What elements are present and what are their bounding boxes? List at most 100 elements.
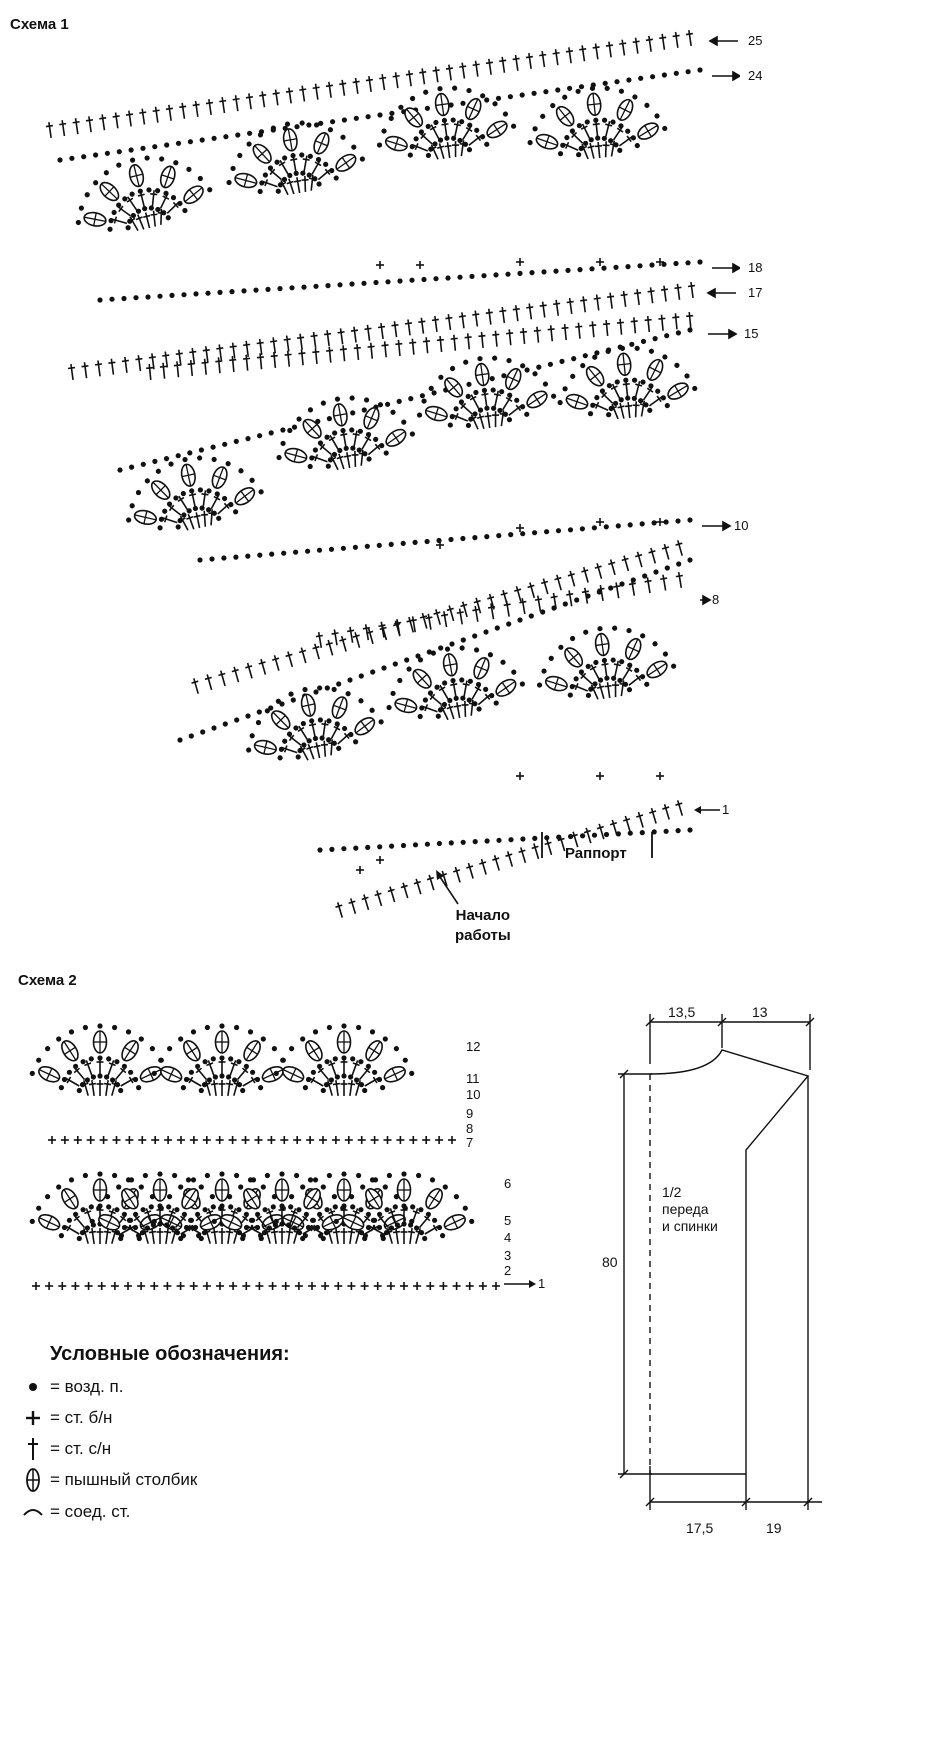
double-crochet <box>217 95 229 115</box>
chain-stitch <box>341 1171 347 1177</box>
chain-stitch <box>337 447 343 454</box>
single-crochet <box>188 1281 199 1291</box>
single-crochet <box>253 1135 264 1145</box>
chain-stitch <box>380 1085 386 1091</box>
chain-stitch <box>269 551 275 557</box>
chain-stitch <box>206 488 212 494</box>
chain-stitch <box>601 135 607 142</box>
double-crochet <box>611 680 620 698</box>
chain-stitch <box>259 180 265 186</box>
single-crochet <box>85 1135 96 1145</box>
chain-stitch <box>331 686 337 693</box>
chain-stitch <box>166 501 173 507</box>
double-crochet <box>578 295 590 314</box>
chain-stitch <box>328 1077 334 1083</box>
chain-stitch <box>514 397 520 403</box>
puff-stitch <box>274 1178 290 1202</box>
chain-stitch <box>341 1023 347 1029</box>
chain-stitch <box>453 406 459 412</box>
chain-stitch <box>447 697 453 704</box>
pattern-label: 1/2 переда и спинки <box>662 1184 718 1235</box>
chain-stitch <box>112 1172 118 1179</box>
chain-stitch <box>390 690 396 697</box>
chain-stitch <box>169 292 175 298</box>
chain-stitch <box>236 1207 242 1213</box>
chain-stitch <box>279 1171 285 1177</box>
chain-stitch <box>307 463 313 470</box>
chain-stitch <box>378 719 384 725</box>
double-crochet <box>240 1074 260 1090</box>
chain-stitch <box>407 152 413 158</box>
chain-stitch <box>286 731 293 737</box>
chain-stitch <box>350 1056 356 1062</box>
chain-stitch <box>684 373 690 379</box>
chain-stitch <box>625 128 631 134</box>
chain-stitch <box>376 142 383 148</box>
chain-stitch <box>182 456 188 463</box>
chain-stitch <box>144 478 150 484</box>
double-crochet <box>137 107 149 126</box>
chain-stitch <box>196 1233 202 1239</box>
chain-stitch <box>648 348 655 354</box>
chain-stitch <box>639 830 645 836</box>
legend-item-dc: = ст. с/н <box>22 1436 111 1462</box>
chain-stitch <box>588 137 594 143</box>
chain-stitch <box>432 1217 438 1223</box>
chain-stitch <box>223 134 229 140</box>
chain-stitch <box>306 738 312 744</box>
chain-stitch <box>294 124 300 130</box>
chain-stitch <box>190 1029 197 1035</box>
chain-stitch <box>326 416 332 422</box>
chain-stitch <box>551 393 557 399</box>
chain-stitch <box>610 657 616 663</box>
chain-stitch <box>409 95 416 102</box>
single-crochet <box>96 1281 107 1291</box>
chain-stitch <box>476 706 482 712</box>
chain-stitch <box>229 289 235 295</box>
chain-stitch <box>281 176 288 183</box>
chain-stitch <box>634 345 640 351</box>
chain-stitch <box>157 525 163 531</box>
chain-stitch <box>517 617 523 623</box>
chain-stitch <box>397 677 403 684</box>
chain-stitch <box>627 522 633 528</box>
chain-stitch <box>432 141 438 147</box>
double-crochet <box>66 362 78 382</box>
chain-stitch <box>116 162 122 168</box>
chain-stitch <box>673 260 679 267</box>
double-crochet <box>346 896 360 916</box>
chain-stitch <box>155 468 161 474</box>
chain-stitch <box>264 1172 270 1179</box>
double-crochet <box>439 609 451 629</box>
chain-stitch <box>529 270 535 276</box>
double-crochet <box>156 191 172 211</box>
chain-stitch <box>301 742 307 748</box>
chain-stitch <box>585 663 591 670</box>
legend-item-sc: = ст. б/н <box>22 1405 112 1431</box>
chain-stitch <box>639 521 645 527</box>
double-crochet <box>646 392 666 410</box>
chain-stitch <box>175 140 182 146</box>
chain-stitch <box>202 1207 208 1213</box>
chain-stitch <box>587 411 594 417</box>
s2-row1-arrow <box>504 1280 536 1288</box>
legend-text-slip: = соед. ст. <box>50 1502 131 1521</box>
double-crochet <box>538 300 550 319</box>
chain-stitch <box>570 373 576 379</box>
chain-stitch <box>381 665 387 671</box>
double-crochet <box>282 334 294 353</box>
single-crochet <box>375 855 385 865</box>
single-crochet <box>110 1281 120 1291</box>
chain-stitch <box>487 652 494 658</box>
chain-stitch <box>423 89 429 95</box>
start-arrow <box>436 870 459 905</box>
chain-stitch <box>353 845 359 851</box>
chain-stitch <box>408 396 414 402</box>
puff-stitch <box>336 1178 352 1202</box>
chain-stitch <box>617 677 623 684</box>
chain-stitch <box>416 1172 422 1179</box>
chain-stitch <box>671 663 677 669</box>
chain-stitch <box>463 359 469 365</box>
double-crochet <box>606 557 620 577</box>
single-crochet <box>318 1135 328 1145</box>
